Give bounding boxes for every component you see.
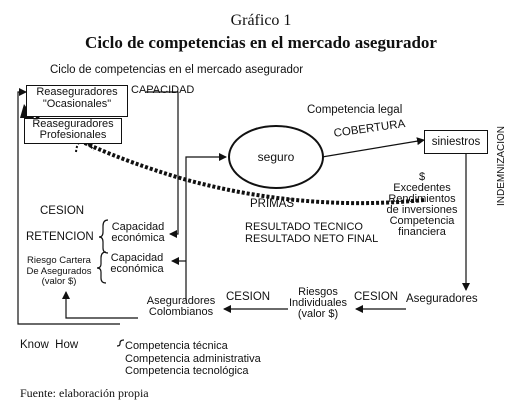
excedentes-line: financiera: [398, 226, 446, 238]
capacidad-economica-2: Capacidad económica: [104, 253, 170, 275]
reaseguradores-ocasionales-box: Reaseguradores "Ocasionales": [26, 85, 128, 117]
riesgo-cartera-line: Riesgo Cartera: [27, 255, 91, 266]
excedentes-block: $ Excedentes Rendimientos de inversiones…: [374, 172, 470, 238]
siniestros-box: siniestros: [424, 130, 488, 154]
colombianos-brace: [116, 339, 125, 347]
colombianos-line: Aseguradores: [146, 295, 216, 307]
retencion-label: RETENCION: [26, 231, 94, 243]
riesgos-individuales-label: Riesgos Individuales (valor $): [282, 287, 354, 320]
cap-eco-line: económica: [110, 263, 164, 275]
cesion-label-left: CESION: [40, 205, 85, 217]
riesgo-cartera-line: De Asegurados: [26, 265, 92, 277]
aseguradores-label: Aseguradores: [406, 293, 478, 305]
seguro-label: seguro: [257, 150, 295, 164]
cobertura-line: [321, 137, 425, 158]
reaseguradores-profesionales-box: Reaseguradores Profesionales: [24, 118, 122, 144]
cap-eco-line: Capacidad: [110, 252, 164, 264]
know-how-label: Know How: [20, 339, 79, 351]
riesgo-cartera-label: Riesgo Cartera De Asegurados (valor $): [20, 255, 98, 288]
figure-title: Ciclo de competencias en el mercado aseg…: [85, 33, 437, 52]
excedentes-line: Excedentes: [393, 182, 451, 194]
dollar-label: $: [418, 171, 426, 183]
capacidad-line: [146, 91, 179, 238]
resultado-tecnico-label: RESULTADO TECNICO: [245, 221, 363, 233]
colombianos-line: Colombianos: [148, 306, 214, 318]
indemnizacion-label: INDEMNIZACION: [496, 126, 507, 206]
competencias-list: Competencia técnica Competencia administ…: [125, 340, 261, 378]
cesion-left-line: [62, 291, 138, 319]
excedentes-line: Competencia: [389, 215, 455, 227]
cesion-label-mid: CESION: [226, 291, 271, 303]
node-label: Profesionales: [39, 129, 107, 141]
node-label: Reaseguradores: [36, 86, 118, 98]
capacidad-economica-1: Capacidad económica: [106, 222, 170, 244]
cesion-label-right: CESION: [354, 291, 399, 303]
node-label: "Ocasionales": [42, 98, 112, 110]
diagram-subtitle: Ciclo de competencias en el mercado aseg…: [50, 64, 304, 76]
competencia-item: Competencia administrativa: [125, 352, 261, 365]
figure-label: Gráfico 1: [230, 12, 292, 29]
competencia-item: Competencia técnica: [125, 340, 228, 352]
capacidad-label: CAPACIDAD: [131, 84, 195, 96]
excedentes-line: Rendimientos: [388, 193, 456, 205]
retencion-brace: [98, 219, 109, 254]
competencia-item: Competencia tecnológica: [125, 365, 249, 377]
excedentes-line: de inversiones: [386, 204, 458, 216]
resultado-neto-label: RESULTADO NETO FINAL: [245, 233, 379, 245]
riesgos-line: Individuales: [288, 297, 348, 309]
primas-label: PRIMAS: [250, 198, 295, 210]
to-seguro-line: [185, 153, 227, 300]
knowhow-loop-line: [17, 88, 120, 325]
cap-eco-line: económica: [111, 232, 165, 244]
competencia-legal-label: Competencia legal: [307, 104, 403, 116]
riesgo-cartera-line: (valor $): [41, 276, 77, 287]
seguro-node: [228, 125, 324, 189]
cap-eco-line: Capacidad: [111, 221, 165, 233]
source-note: Fuente: elaboración propia: [20, 386, 149, 400]
node-label: Reaseguradores: [32, 118, 114, 130]
riesgos-line: (valor $): [297, 308, 339, 320]
aseguradores-colombianos-label: Aseguradores Colombianos: [136, 296, 226, 318]
riesgo-brace: [96, 251, 107, 284]
riesgos-line: Riesgos: [298, 286, 338, 298]
